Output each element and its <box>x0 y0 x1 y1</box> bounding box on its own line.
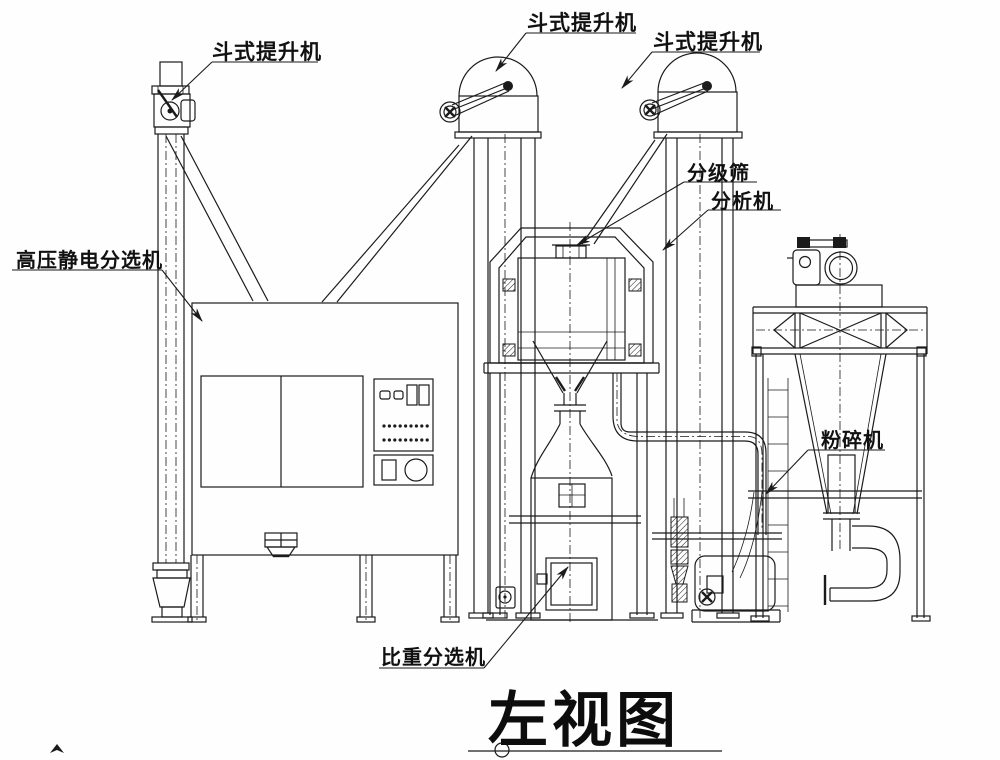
rotary-airlock <box>670 498 689 603</box>
gravity-separator <box>486 411 658 621</box>
label-crusher: 粉碎机 <box>821 430 884 452</box>
classifier-clamps <box>502 278 642 357</box>
label-bucket-elevator-left: 斗式提升机 <box>212 41 322 64</box>
leader-analyzer <box>662 209 781 251</box>
classifier-screen <box>482 222 660 622</box>
label-classifier-screen: 分级筛 <box>687 163 750 185</box>
label-electrostatic-separator: 高压静电分选机 <box>16 250 163 272</box>
duct-to-crusher <box>612 373 767 535</box>
bucket-elevator-left <box>151 61 269 623</box>
leader-elevator-left <box>171 61 318 101</box>
label-gravity-separator: 比重分选机 <box>381 647 486 669</box>
ladder <box>767 378 789 612</box>
indicator-dots <box>382 424 429 442</box>
leader-classifier <box>576 181 757 246</box>
leader-lines <box>12 32 885 669</box>
corner-mark <box>50 744 64 753</box>
leader-elevator-right <box>621 51 760 89</box>
leader-electrostatic-separator <box>12 269 203 322</box>
separator-legs <box>187 555 460 623</box>
label-bucket-elevator-right: 斗式提升机 <box>653 31 763 54</box>
electrostatic-separator <box>187 302 460 623</box>
leader-elevator-middle <box>495 32 636 72</box>
leader-gravity-separator <box>379 566 569 669</box>
label-bucket-elevator-middle: 斗式提升机 <box>527 12 637 35</box>
bucket-elevator-middle <box>321 56 542 619</box>
crusher-system <box>652 234 931 623</box>
separator-discharge <box>264 532 298 558</box>
label-analyzer: 分析机 <box>711 191 774 213</box>
crusher-motor <box>691 555 781 623</box>
title-decoration <box>50 742 722 758</box>
leader-crusher <box>765 449 885 495</box>
drawing-title: 左视图 <box>488 688 680 754</box>
